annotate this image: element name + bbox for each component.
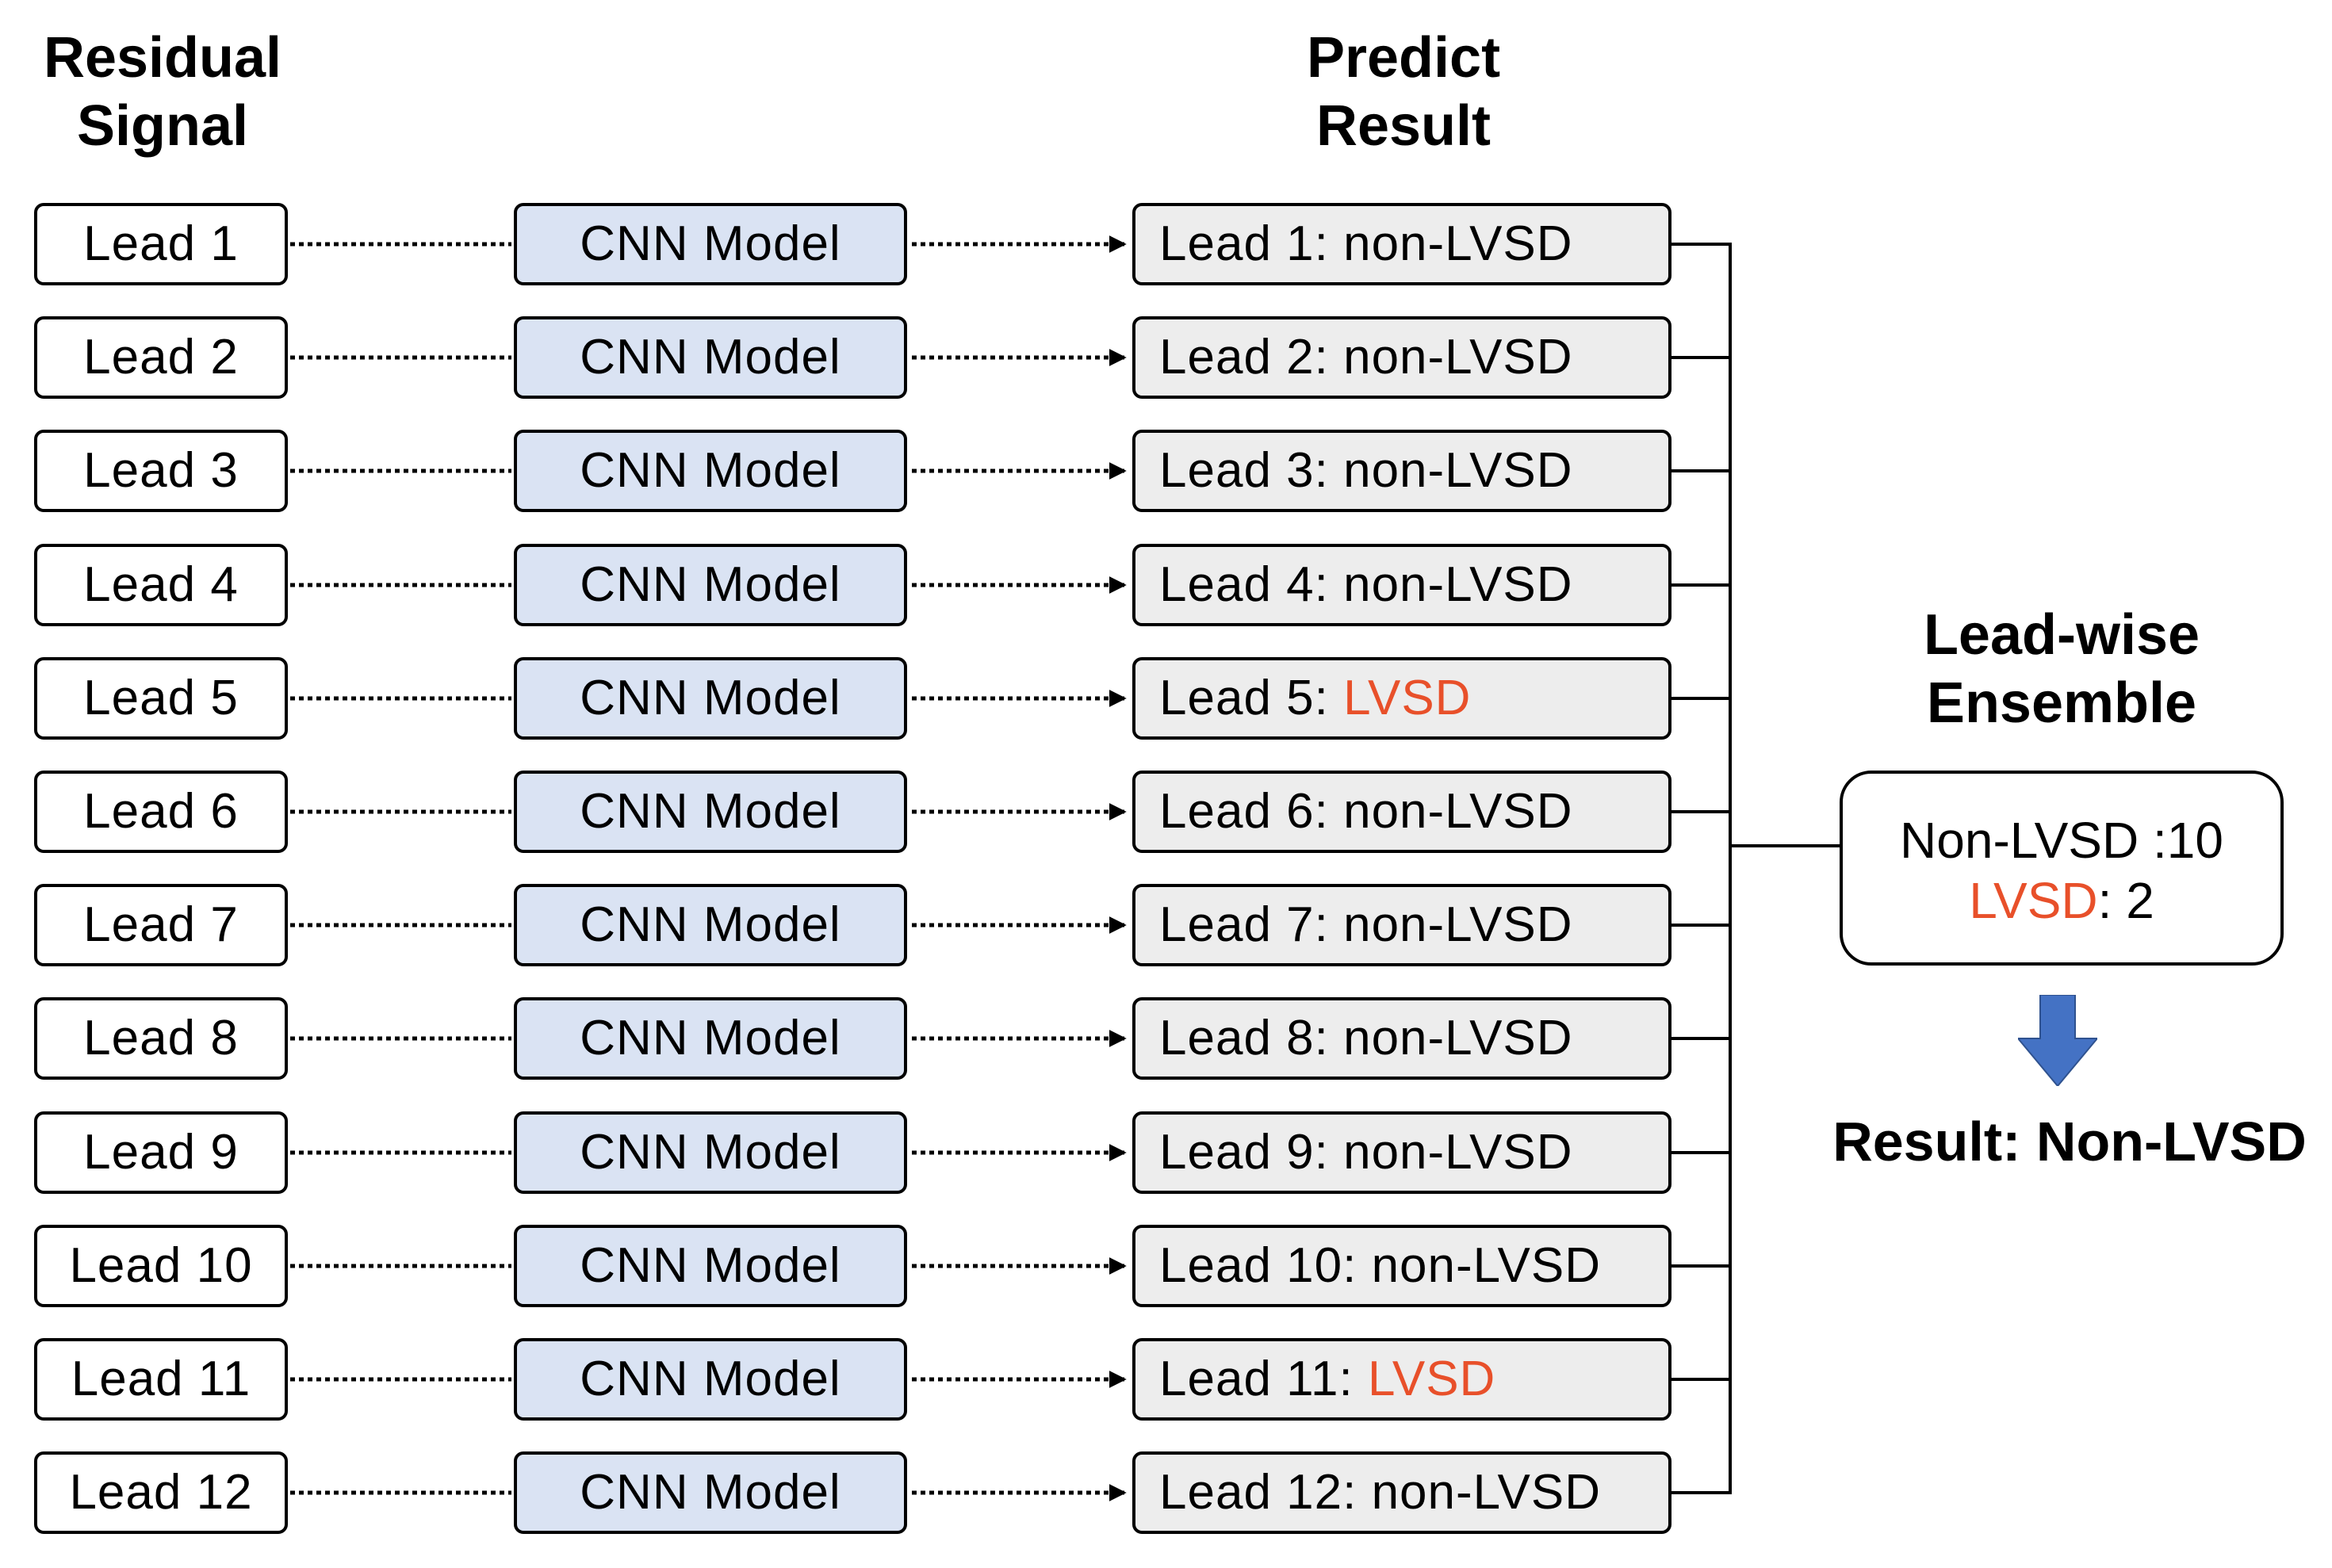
down-arrow-icon xyxy=(2018,995,2097,1086)
cnn-model-box: CNN Model xyxy=(514,1338,907,1421)
prediction-result-box: Lead 2: non-LVSD xyxy=(1132,316,1671,399)
final-result: Result: Non-LVSD xyxy=(1832,1111,2307,1172)
prediction-lead-prefix: Lead 10: xyxy=(1159,1238,1372,1293)
lead-wise-ensemble-heading-line-1: Lead-wise xyxy=(1923,603,2200,667)
prediction-non-lvsd-label: non-LVSD xyxy=(1343,1011,1573,1065)
residual-signal-heading-line-1: Residual xyxy=(43,26,282,90)
prediction-lead-prefix: Lead 11: xyxy=(1159,1352,1368,1406)
lead-row: Lead 9 CNN Model Lead 9: non-LVSD xyxy=(0,1111,2332,1199)
cnn-model-box: CNN Model xyxy=(514,657,907,740)
lead-row: Lead 2 CNN Model Lead 2: non-LVSD xyxy=(0,316,2332,403)
lead-row: Lead 1 CNN Model Lead 1: non-LVSD xyxy=(0,203,2332,290)
lead-box: Lead 3 xyxy=(34,430,288,512)
predict-result-heading-line-2: Result xyxy=(1315,94,1491,158)
lead-box: Lead 5 xyxy=(34,657,288,740)
lead-box: Lead 8 xyxy=(34,997,288,1080)
prediction-non-lvsd-label: non-LVSD xyxy=(1343,784,1573,839)
prediction-result-box: Lead 8: non-LVSD xyxy=(1132,997,1671,1080)
prediction-result-box: Lead 12: non-LVSD xyxy=(1132,1451,1671,1534)
predict-result-heading-line-1: Predict xyxy=(1306,26,1501,90)
prediction-result-box: Lead 10: non-LVSD xyxy=(1132,1225,1671,1307)
ensemble-lvsd-line: LVSD: 2 xyxy=(1843,870,2280,931)
lead-box: Lead 12 xyxy=(34,1451,288,1534)
ensemble-non-lvsd-label: Non-LVSD xyxy=(1900,812,2139,869)
cnn-model-box: CNN Model xyxy=(514,1225,907,1307)
prediction-non-lvsd-label: non-LVSD xyxy=(1343,216,1573,271)
cnn-model-box: CNN Model xyxy=(514,544,907,626)
lead-box: Lead 2 xyxy=(34,316,288,399)
lead-row: Lead 10 CNN Model Lead 10: non-LVSD xyxy=(0,1225,2332,1312)
ensemble-lvsd-separator: : xyxy=(2097,872,2127,929)
cnn-model-box: CNN Model xyxy=(514,1451,907,1534)
residual-signal-heading: Residual Signal xyxy=(20,24,305,160)
prediction-lead-prefix: Lead 8: xyxy=(1159,1011,1344,1065)
prediction-non-lvsd-label: non-LVSD xyxy=(1343,1125,1573,1180)
lead-wise-ensemble-heading-line-2: Ensemble xyxy=(1926,671,2197,735)
lead-row: Lead 12 CNN Model Lead 12: non-LVSD xyxy=(0,1451,2332,1539)
lead-box: Lead 4 xyxy=(34,544,288,626)
cnn-model-box: CNN Model xyxy=(514,430,907,512)
prediction-lead-prefix: Lead 12: xyxy=(1159,1465,1372,1520)
prediction-lead-prefix: Lead 6: xyxy=(1159,784,1344,839)
ensemble-lvsd-label: LVSD xyxy=(1969,872,2098,929)
ensemble-non-lvsd-count: 10 xyxy=(2166,812,2223,869)
prediction-lvsd-label: LVSD xyxy=(1367,1352,1496,1406)
lead-wise-ensemble-heading: Lead-wise Ensemble xyxy=(1863,601,2260,737)
cnn-model-box: CNN Model xyxy=(514,203,907,285)
lead-box: Lead 1 xyxy=(34,203,288,285)
prediction-result-box: Lead 1: non-LVSD xyxy=(1132,203,1671,285)
lead-row: Lead 11 CNN Model Lead 11: LVSD xyxy=(0,1338,2332,1425)
lead-box: Lead 7 xyxy=(34,884,288,966)
cnn-model-box: CNN Model xyxy=(514,997,907,1080)
prediction-result-box: Lead 6: non-LVSD xyxy=(1132,771,1671,853)
lead-row: Lead 5 CNN Model Lead 5: LVSD xyxy=(0,657,2332,744)
prediction-result-box: Lead 5: LVSD xyxy=(1132,657,1671,740)
prediction-result-box: Lead 4: non-LVSD xyxy=(1132,544,1671,626)
prediction-lead-prefix: Lead 2: xyxy=(1159,330,1344,384)
prediction-result-box: Lead 11: LVSD xyxy=(1132,1338,1671,1421)
prediction-lead-prefix: Lead 7: xyxy=(1159,897,1344,952)
ensemble-non-lvsd-line: Non-LVSD :10 xyxy=(1843,810,2280,870)
prediction-lvsd-label: LVSD xyxy=(1343,671,1472,725)
cnn-model-box: CNN Model xyxy=(514,1111,907,1194)
predict-result-heading: Predict Result xyxy=(1213,24,1594,160)
prediction-non-lvsd-label: non-LVSD xyxy=(1343,330,1573,384)
lead-box: Lead 10 xyxy=(34,1225,288,1307)
lead-box: Lead 9 xyxy=(34,1111,288,1194)
prediction-lead-prefix: Lead 3: xyxy=(1159,443,1344,498)
residual-signal-heading-line-2: Signal xyxy=(76,94,249,158)
prediction-non-lvsd-label: non-LVSD xyxy=(1343,897,1573,952)
prediction-lead-prefix: Lead 1: xyxy=(1159,216,1344,271)
ensemble-non-lvsd-separator: : xyxy=(2139,812,2167,869)
lead-box: Lead 6 xyxy=(34,771,288,853)
lead-row: Lead 8 CNN Model Lead 8: non-LVSD xyxy=(0,997,2332,1084)
lead-row: Lead 4 CNN Model Lead 4: non-LVSD xyxy=(0,544,2332,631)
ensemble-lvsd-count: 2 xyxy=(2126,872,2154,929)
lead-row: Lead 7 CNN Model Lead 7: non-LVSD xyxy=(0,884,2332,971)
lead-row: Lead 6 CNN Model Lead 6: non-LVSD xyxy=(0,771,2332,858)
prediction-result-box: Lead 3: non-LVSD xyxy=(1132,430,1671,512)
cnn-model-box: CNN Model xyxy=(514,884,907,966)
prediction-result-box: Lead 9: non-LVSD xyxy=(1132,1111,1671,1194)
cnn-model-box: CNN Model xyxy=(514,316,907,399)
prediction-non-lvsd-label: non-LVSD xyxy=(1371,1238,1602,1293)
prediction-lead-prefix: Lead 4: xyxy=(1159,557,1344,612)
prediction-lead-prefix: Lead 5: xyxy=(1159,671,1344,725)
lead-row: Lead 3 CNN Model Lead 3: non-LVSD xyxy=(0,430,2332,517)
ensemble-vote-box: Non-LVSD :10 LVSD: 2 xyxy=(1840,771,2284,966)
prediction-non-lvsd-label: non-LVSD xyxy=(1343,443,1573,498)
lead-box: Lead 11 xyxy=(34,1338,288,1421)
cnn-model-box: CNN Model xyxy=(514,771,907,853)
prediction-non-lvsd-label: non-LVSD xyxy=(1371,1465,1602,1520)
prediction-non-lvsd-label: non-LVSD xyxy=(1343,557,1573,612)
prediction-lead-prefix: Lead 9: xyxy=(1159,1125,1344,1180)
prediction-result-box: Lead 7: non-LVSD xyxy=(1132,884,1671,966)
